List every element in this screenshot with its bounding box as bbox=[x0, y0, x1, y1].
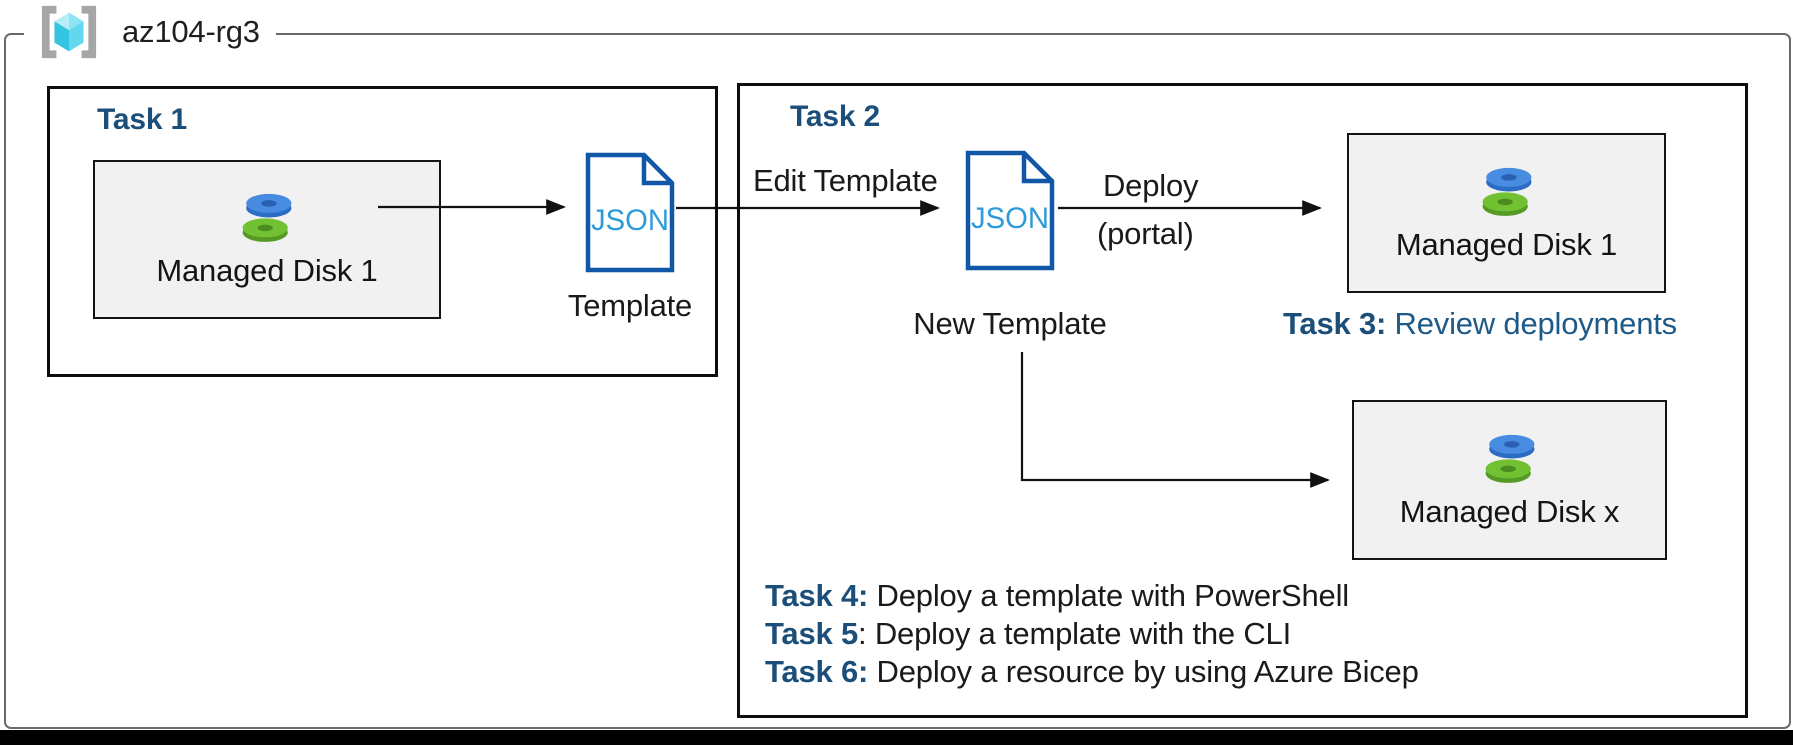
edit-template-label: Edit Template bbox=[753, 163, 938, 198]
bottom-black-bar bbox=[0, 730, 1793, 745]
managed-disk-icon bbox=[242, 193, 292, 242]
task5-bold: Task 5 bbox=[765, 616, 859, 651]
task3-rest: Review deployments bbox=[1386, 306, 1678, 341]
resource-group-icon bbox=[41, 5, 97, 59]
task2-title: Task 2 bbox=[790, 100, 880, 133]
managed-disk-icon bbox=[1485, 434, 1534, 483]
managed-disk-x-label: Managed Disk x bbox=[1399, 493, 1620, 529]
template-label: Template bbox=[567, 288, 693, 323]
managed-disk-1-deployed-box: Managed Disk 1 bbox=[1347, 133, 1666, 293]
task6-rest: Deploy a resource by using Azure Bicep bbox=[868, 654, 1419, 689]
task3-bold: Task 3: bbox=[1283, 306, 1387, 341]
json-icon-text: JSON bbox=[971, 202, 1049, 235]
resource-group-border bbox=[4, 33, 1791, 729]
task6-text: Task 6: Deploy a resource by using Azure… bbox=[765, 654, 1419, 690]
left-bracket-shape bbox=[41, 5, 57, 59]
managed-disk-1-deployed-label: Managed Disk 1 bbox=[1395, 226, 1618, 262]
new-template-label: New Template bbox=[913, 306, 1107, 341]
deploy-label: Deploy bbox=[1103, 168, 1199, 203]
managed-disk-1-box: Managed Disk 1 bbox=[93, 160, 441, 319]
task1-title: Task 1 bbox=[97, 103, 187, 136]
managed-disk-x-box: Managed Disk x bbox=[1352, 400, 1667, 560]
task6-bold: Task 6: bbox=[765, 654, 869, 689]
task3-text: Task 3: Review deployments bbox=[1283, 306, 1677, 342]
resource-group-name: az104-rg3 bbox=[122, 14, 260, 49]
resource-group-header: az104-rg3 bbox=[24, 2, 276, 62]
task4-text: Task 4: Deploy a template with PowerShel… bbox=[765, 578, 1349, 614]
json-icon-text: JSON bbox=[591, 204, 669, 237]
managed-disk-icon bbox=[1482, 167, 1531, 216]
folded-corner bbox=[641, 155, 672, 186]
folded-corner bbox=[1021, 153, 1052, 184]
task5-rest: : Deploy a template with the CLI bbox=[858, 616, 1292, 651]
managed-disk-1-label: Managed Disk 1 bbox=[156, 253, 378, 288]
task4-bold: Task 4: bbox=[765, 578, 869, 613]
json-new-template-icon: JSON bbox=[965, 150, 1055, 271]
right-bracket-shape bbox=[81, 5, 97, 59]
deploy-portal-label: (portal) bbox=[1097, 216, 1194, 251]
task4-rest: Deploy a template with PowerShell bbox=[868, 578, 1350, 613]
task5-text: Task 5: Deploy a template with the CLI bbox=[765, 616, 1291, 652]
json-template-icon: JSON bbox=[585, 152, 675, 273]
